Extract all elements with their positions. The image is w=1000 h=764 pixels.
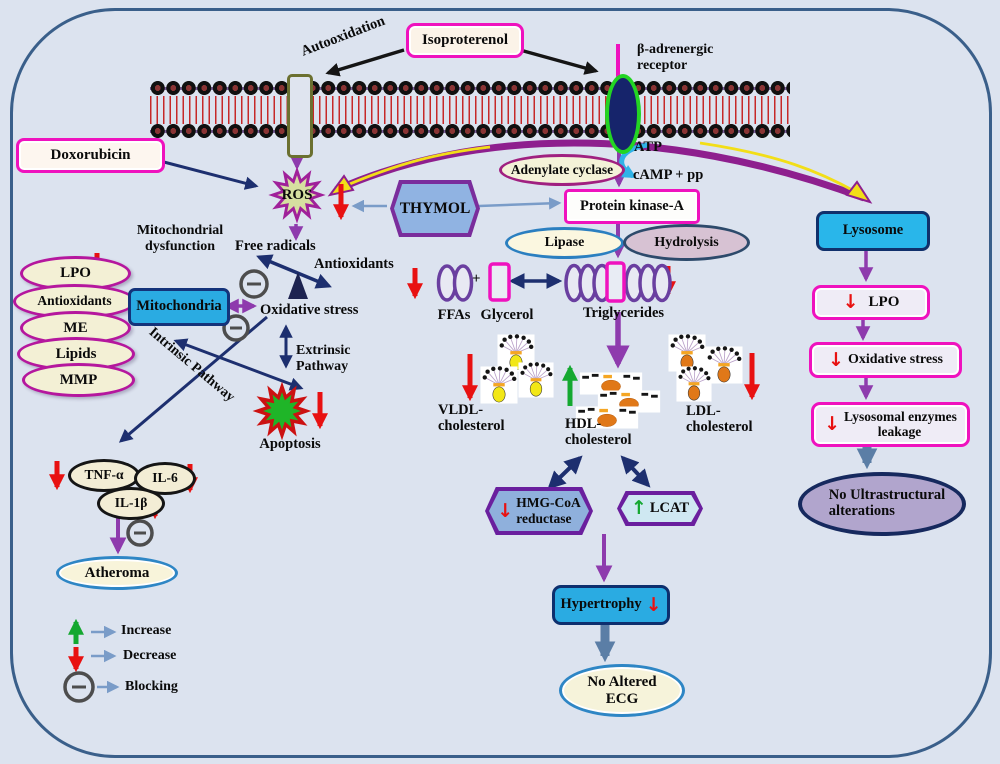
antioxidants-label: Antioxidants <box>314 256 394 272</box>
hmg-coa-node: ↓HMG-CoA reductase <box>485 487 593 535</box>
mitochondrial-dysfunction-label: Mitochondrial dysfunction <box>136 223 224 254</box>
atp-camp-arrow <box>619 142 649 179</box>
lysosome-node: Lysosome <box>816 211 930 251</box>
lysosomal-leakage-label: Lysosomal enzymes leakage <box>844 408 957 439</box>
camp-label: cAMP + pp <box>633 167 704 183</box>
hmg-coa-fill <box>489 491 589 531</box>
lpo-node: ↓ LPO <box>812 285 930 320</box>
blocking-icon <box>239 269 269 299</box>
lipase-label: Lipase <box>544 235 585 251</box>
signal-arc <box>327 139 873 204</box>
no-ultrastructural-node: No Ultrastructural alterations <box>798 472 966 536</box>
isoproterenol-node: Isoproterenol <box>406 23 524 58</box>
hydrolysis-label: Hydrolysis <box>654 234 719 250</box>
marker-ellipse-antioxidants: Antioxidants <box>13 284 136 319</box>
beta-adrenergic-receptor <box>605 74 641 154</box>
isoproterenol-arrows <box>325 48 599 77</box>
lpo-label: LPO <box>60 265 91 282</box>
plus-sign: + <box>472 271 481 287</box>
atheroma-node: Atheroma <box>56 556 178 590</box>
il1b-node: IL-1β <box>97 487 165 520</box>
oxidative-stress-right-label: Oxidative stress <box>847 352 943 368</box>
no-altered-ecg-node: No Altered ECG <box>559 664 685 717</box>
decrease-arrow-icon: ↓ <box>645 593 662 616</box>
il6-label: IL-6 <box>152 470 178 486</box>
protein-kinase-a-label: Protein kinase-A <box>579 197 685 214</box>
glycerol-glyph <box>488 262 511 302</box>
legend-decrease-label: Decrease <box>123 648 177 663</box>
decrease-arrow-icon: ↓ <box>824 413 841 435</box>
lipase-node: Lipase <box>505 227 624 259</box>
decrease-arrow-icon: ↓ <box>497 499 514 522</box>
lipid-rings <box>436 263 672 303</box>
hydrolysis-node: Hydrolysis <box>623 224 750 261</box>
beta-receptor-label: β-adrenergic receptor <box>637 42 714 73</box>
doxorubicin-node: Doxorubicin <box>16 138 165 173</box>
mitochondria-node: Mitochondria <box>128 288 230 326</box>
lysosomal-leakage-node: ↓Lysosomal enzymes leakage <box>811 402 970 447</box>
legend-blocking-icon <box>63 671 95 703</box>
decrease-arrow-icon: ↓ <box>842 291 859 313</box>
lipid-tails <box>150 96 790 124</box>
adenylate-cyclase-label: Adenylate cyclase <box>510 161 614 177</box>
no-altered-ecg-label: No Altered ECG <box>587 674 657 707</box>
marker-ellipse-mmp: MMP <box>22 363 135 397</box>
mitochondria-label: Mitochondria <box>136 298 222 315</box>
increase-arrow-icon: ↑ <box>630 497 647 519</box>
mmp-label: MMP <box>59 371 98 388</box>
ldl-label: LDL- cholesterol <box>686 403 753 436</box>
antioxidants-marker-label: Antioxidants <box>37 293 112 309</box>
hmg-coa-label: HMG-CoA reductase <box>516 495 581 526</box>
ffas-label: FFAs <box>437 307 471 323</box>
apoptosis-starburst <box>258 387 306 435</box>
me-label: ME <box>63 319 88 336</box>
no-ultrastructural-label: No Ultrastructural alterations <box>828 487 946 519</box>
triglycerides-label: Triglycerides <box>582 305 665 321</box>
lpo-right-label: LPO <box>868 294 900 311</box>
free-radicals-label: Free radicals <box>235 238 316 254</box>
adenylate-cyclase-node: Adenylate cyclase <box>499 154 625 186</box>
extrinsic-pathway-label: Extrinsic Pathway <box>296 343 351 374</box>
legend-increase-label: Increase <box>121 623 172 638</box>
apoptosis-label: Apoptosis <box>259 436 321 452</box>
oxidative-stress-label: Oxidative stress <box>260 302 359 318</box>
isoproterenol-label: Isoproterenol <box>421 32 509 49</box>
protein-kinase-a-node: Protein kinase-A <box>564 189 700 224</box>
triglyceride-core-glyph <box>605 261 626 303</box>
hdl-label: HDL- cholesterol <box>565 416 632 449</box>
il1b-label: IL-1β <box>114 495 148 511</box>
thymol-node: THYMOL <box>390 180 480 237</box>
membrane-channel <box>287 74 313 158</box>
balance-fulcrum <box>288 272 308 299</box>
ldl-particles <box>668 334 743 402</box>
hypertrophy-node: Hypertrophy↓ <box>552 585 670 625</box>
tnf-alpha-label: TNF-α <box>84 467 124 483</box>
lightblue-arrows <box>91 197 562 694</box>
lysosome-label: Lysosome <box>842 222 904 239</box>
oxidative-stress-right-node: ↓Oxidative stress <box>809 342 962 378</box>
decrease-arrow-icon: ↓ <box>828 348 844 371</box>
vldl-label: VLDL- cholesterol <box>438 402 505 435</box>
glycerol-label: Glycerol <box>480 307 534 323</box>
lipids-label: Lipids <box>55 345 97 362</box>
thymol-label: THYMOL <box>399 199 471 217</box>
vldl-particles <box>480 334 554 404</box>
blocking-icon <box>126 519 154 547</box>
atp-label: ATP <box>634 139 662 155</box>
doxorubicin-label: Doxorubicin <box>50 147 131 164</box>
lcat-label: LCAT <box>649 500 690 516</box>
lcat-node: ↑LCAT <box>617 491 703 526</box>
hypertrophy-label: Hypertrophy <box>560 596 642 613</box>
thymol-fill <box>394 184 476 233</box>
ros-label: ROS <box>281 187 313 203</box>
receptor-stalk <box>616 44 620 78</box>
blocking-icon <box>222 314 250 342</box>
cell-outline <box>10 8 992 758</box>
atheroma-label: Atheroma <box>84 564 150 581</box>
legend-blocking-label: Blocking <box>125 679 178 694</box>
lcat-fill <box>621 495 699 522</box>
